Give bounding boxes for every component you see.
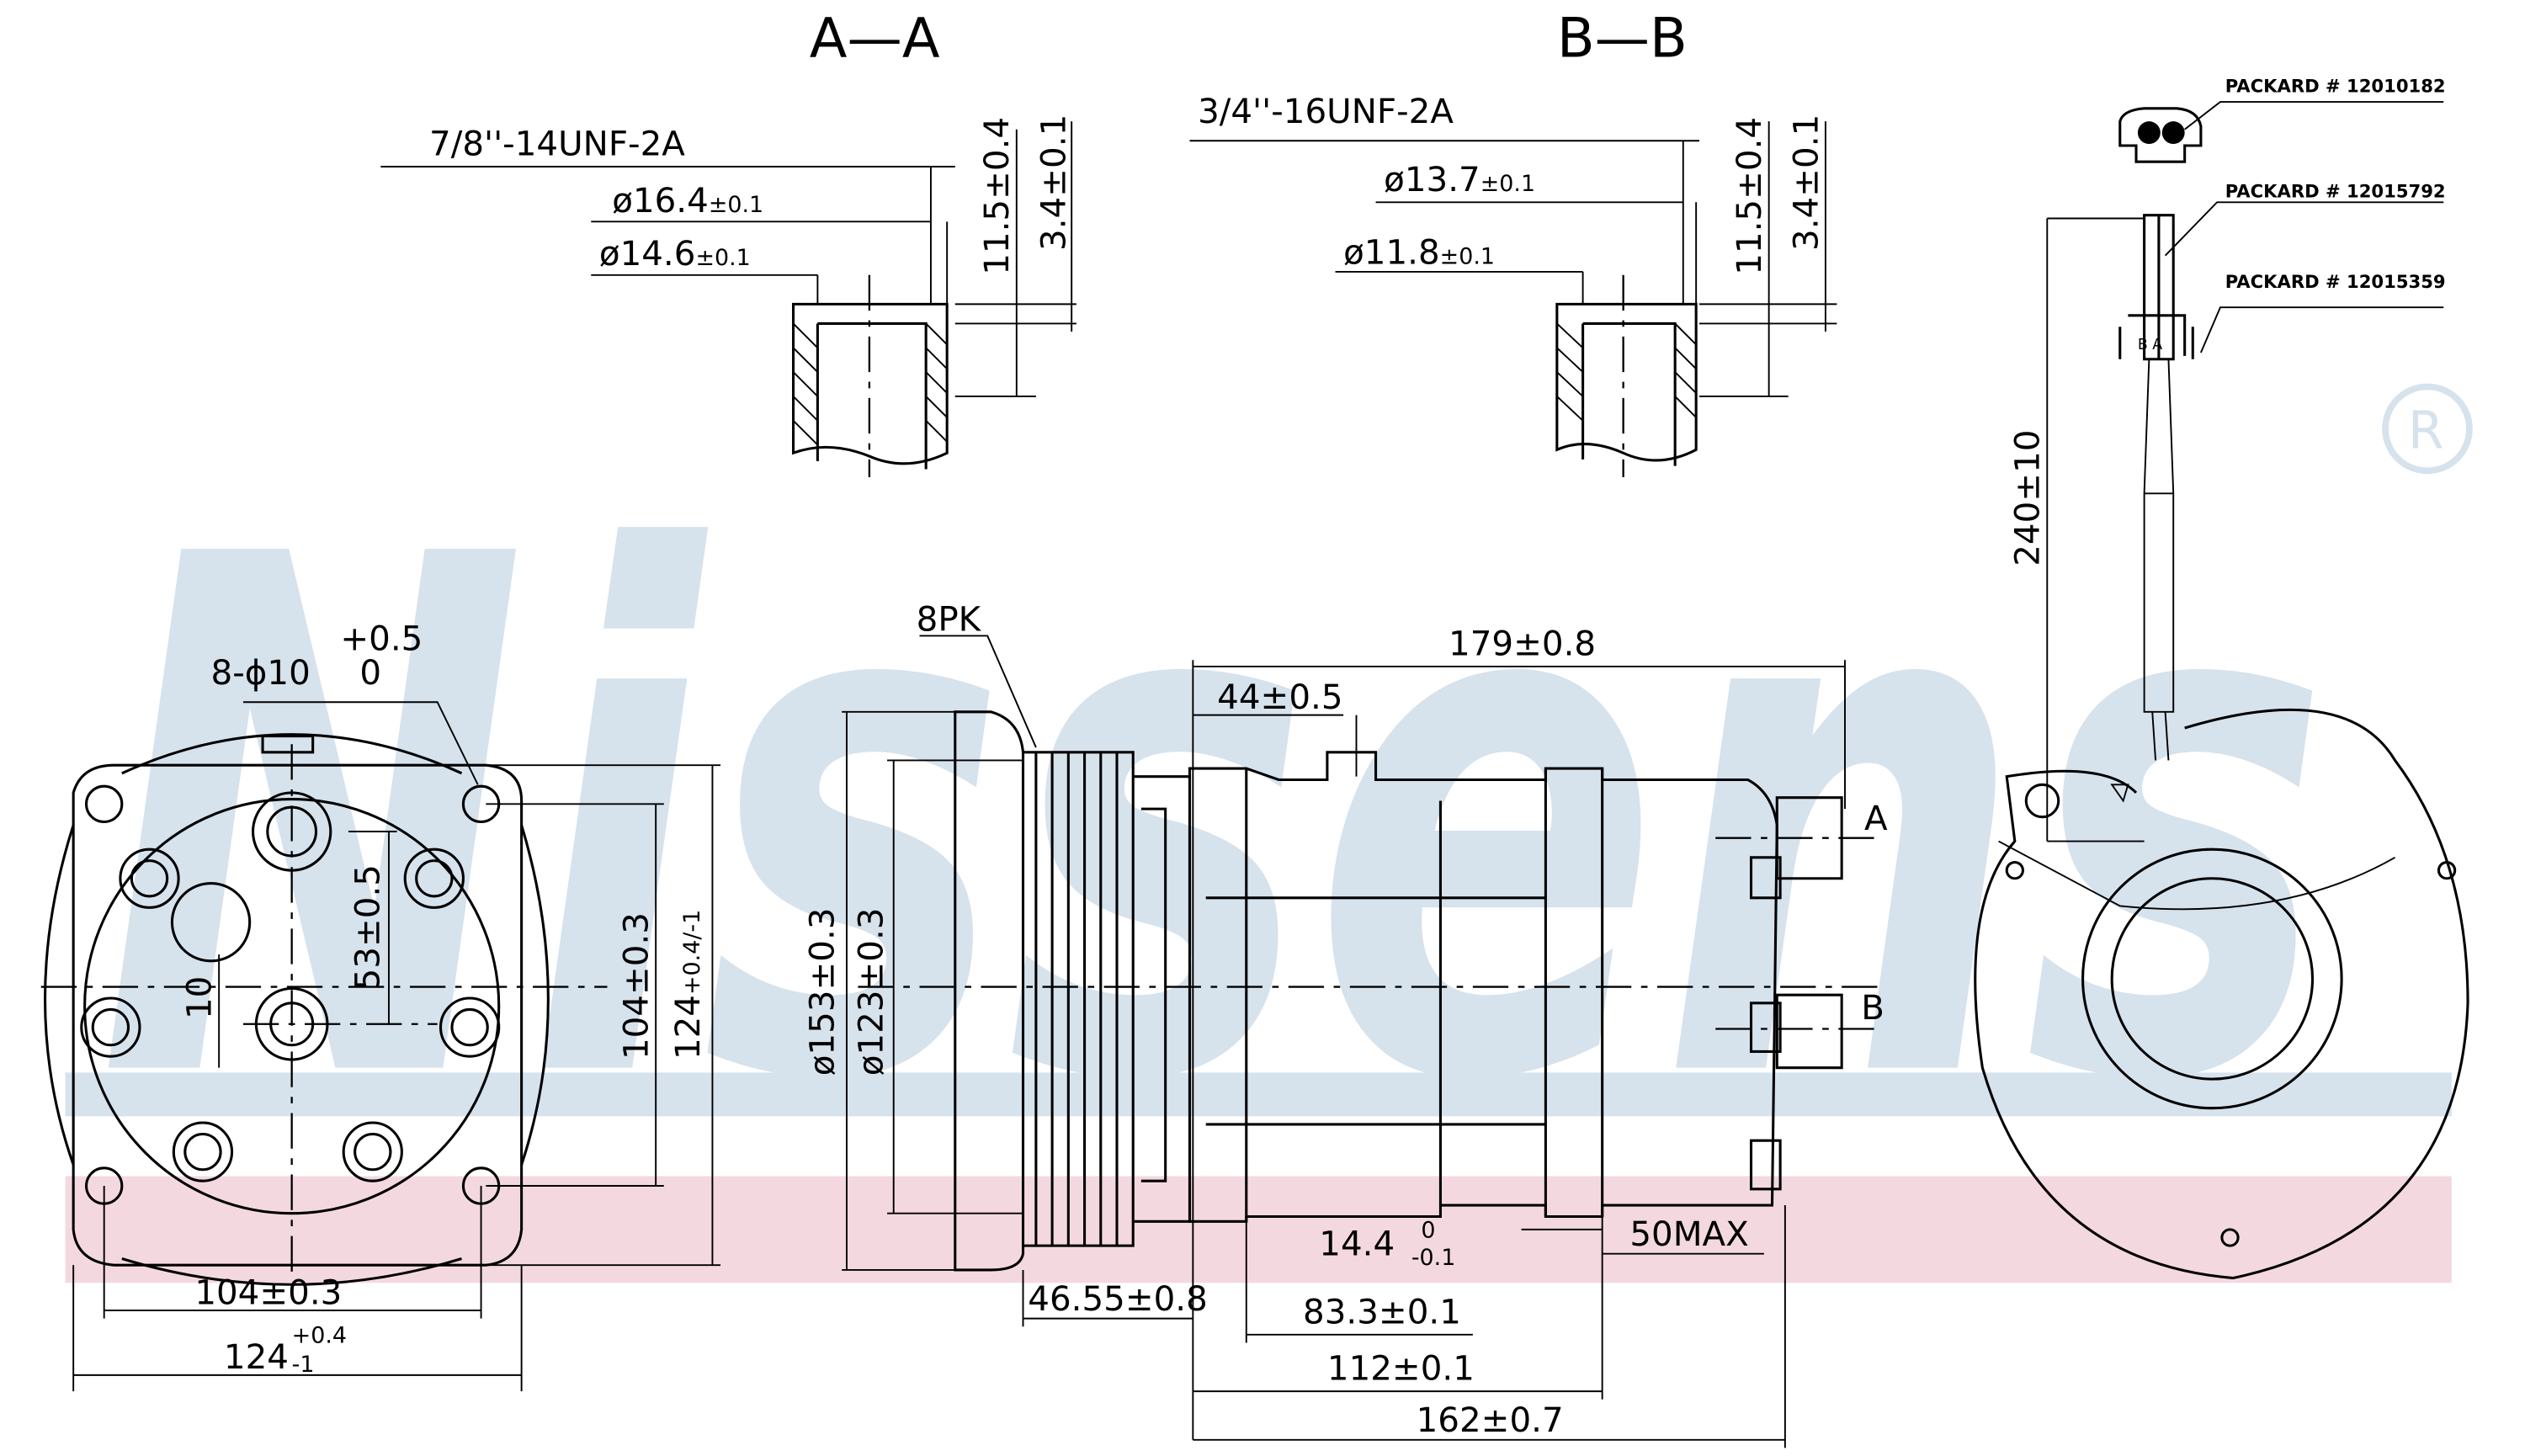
section-b-title: B—B	[1557, 6, 1688, 70]
belt-type: 8PK	[917, 600, 982, 640]
horizontal-104: 104±0.3	[194, 1273, 342, 1312]
rear-view	[1974, 708, 2469, 1280]
connector-view: PACKARD # 12010182 PACKARD # 12015792 PA…	[2008, 76, 2446, 842]
length-112: 112±0.1	[1327, 1349, 1475, 1389]
holes-spec: 8-ϕ10	[211, 653, 311, 693]
port-a-label: A	[1864, 799, 1888, 838]
section-a-thread: 7/8''-14UNF-2A	[429, 125, 685, 164]
section-a-inner-tol: ±0.1	[695, 245, 750, 271]
length-44: 44±0.5	[1217, 678, 1342, 717]
packard-label-3: PACKARD # 12015359	[2225, 271, 2446, 292]
vertical-124: 124	[668, 995, 708, 1060]
section-a-title: A—A	[810, 6, 940, 70]
svg-text:ø13.7±0.1: ø13.7±0.1	[1384, 160, 1535, 199]
offset-10: 10	[180, 976, 220, 1019]
length-14-tol-upper: 0	[1421, 1217, 1435, 1243]
watermark: Nissens R	[65, 383, 2473, 1283]
length-14-4: 14.4	[1319, 1225, 1395, 1264]
svg-text:ø11.8±0.1: ø11.8±0.1	[1343, 232, 1495, 272]
vertical-104: 104±0.3	[617, 912, 656, 1060]
section-b-view: 3/4''-16UNF-2A ø13.7±0.1 ø11.8±0.1 11.5±…	[1189, 92, 1837, 478]
length-46-55: 46.55±0.8	[1028, 1279, 1208, 1319]
section-a-outer-dia: ø16.4	[612, 181, 709, 221]
section-a-depth: 11.5±0.4	[977, 117, 1017, 275]
section-b-depth: 11.5±0.4	[1730, 117, 1769, 275]
section-b-outer-tol: ±0.1	[1480, 171, 1535, 197]
length-162: 162±0.7	[1417, 1400, 1564, 1440]
holes-tol-upper: +0.5	[340, 619, 423, 659]
section-a-outer-tol: ±0.1	[709, 192, 763, 218]
horizontal-124-tol-upper: +0.4	[292, 1322, 347, 1348]
section-a-view: 7/8''-14UNF-2A ø16.4±0.1 ø14.6±0.1 11.5±…	[380, 114, 1076, 478]
registered-r: R	[2408, 400, 2444, 460]
watermark-logo: Nissens	[98, 408, 2331, 1236]
cable-length: 240±10	[2008, 430, 2048, 566]
diameter-153: ø153±0.3	[803, 908, 843, 1076]
section-b-inner-dia: ø11.8	[1343, 232, 1440, 272]
svg-text:124+0.4/-1: 124+0.4/-1	[668, 910, 708, 1060]
section-a-step: 3.4±0.1	[1034, 114, 1073, 251]
holes-tol-lower: 0	[359, 653, 381, 693]
section-b-thread: 3/4''-16UNF-2A	[1198, 92, 1454, 131]
section-b-step: 3.4±0.1	[1786, 114, 1826, 251]
side-view: 8PK 179±0.8 44±0.5 A B ø153±0.3 ø123±0.3…	[803, 600, 1888, 1448]
packard-label-1: PACKARD # 12010182	[2225, 76, 2446, 97]
port-b-label: B	[1861, 988, 1884, 1028]
horizontal-124-tol-lower: -1	[292, 1352, 315, 1378]
registered-mark	[2382, 383, 2473, 475]
svg-text:ø16.4±0.1: ø16.4±0.1	[612, 181, 763, 221]
connector-pins: B A	[2138, 337, 2162, 353]
section-b-outer-dia: ø13.7	[1384, 160, 1480, 199]
diameter-123: ø123±0.3	[851, 908, 890, 1076]
svg-text:ø14.6±0.1: ø14.6±0.1	[599, 234, 751, 274]
max-50: 50MAX	[1629, 1214, 1748, 1254]
offset-53: 53±0.5	[348, 864, 387, 990]
watermark-blue-band	[65, 1072, 2452, 1117]
length-14-tol-lower: -0.1	[1411, 1245, 1456, 1271]
vertical-124-tol: +0.4/-1	[679, 910, 705, 995]
length-179: 179±0.8	[1449, 624, 1596, 664]
packard-label-2: PACKARD # 12015792	[2225, 181, 2446, 202]
length-83-3: 83.3±0.1	[1303, 1292, 1461, 1331]
section-b-inner-tol: ±0.1	[1440, 243, 1495, 269]
horizontal-124: 124	[224, 1337, 289, 1377]
front-view: 8-ϕ10 +0.5 0 53±0.5 10 104±0.3 124+0.4/-…	[40, 619, 721, 1392]
section-a-inner-dia: ø14.6	[599, 234, 696, 274]
